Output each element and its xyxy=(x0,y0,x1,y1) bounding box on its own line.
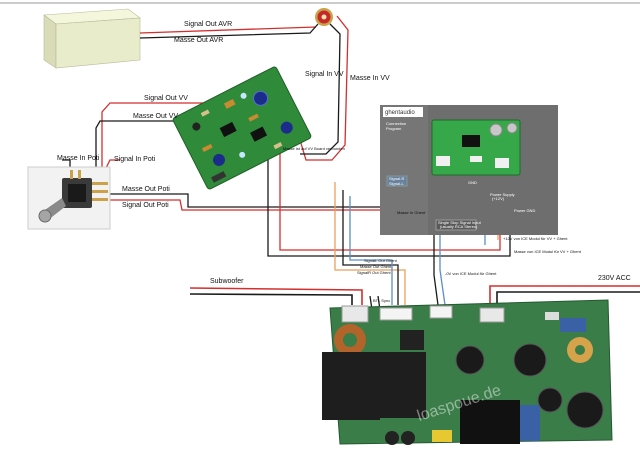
poti xyxy=(27,166,111,230)
ghent-brand: ghentaudio xyxy=(385,110,415,116)
ghent-signal-l: Signal-L xyxy=(389,181,404,186)
label-subwoofer: Subwoofer xyxy=(210,278,244,285)
label-signal-out-ghent: SignalL Out Ghent xyxy=(364,258,398,263)
label-signal-in-vv: Signal In VV xyxy=(305,71,344,78)
avr-box xyxy=(43,8,141,69)
label-0v-ice-ghent: -0V von ICE Modul für Ghent xyxy=(445,271,497,276)
ghent-panel: ghentaudio Connection Program Signal-R S… xyxy=(380,105,558,235)
ice-module: loaspoue.de xyxy=(322,299,613,445)
ghent-power-1: Power Supply xyxy=(490,192,515,197)
label-masse-vv-note: Masse ist auf VV Board verbunden xyxy=(283,146,345,151)
label-12v-ice-vv: +12V von ICE Modul für VV + Ghent xyxy=(503,236,568,241)
label-signal-out-poti: Signal Out Poti xyxy=(122,202,169,209)
label-masse-out-avr: Masse Out AVR xyxy=(174,37,223,44)
label-signalr-out-ghent: SignalR Out Ghent xyxy=(357,270,391,275)
ghent-caption-1: Connection xyxy=(386,121,406,126)
ghent-gnd: GND xyxy=(468,180,477,185)
vv-board xyxy=(172,66,312,190)
label-signal-out-vv: Signal Out VV xyxy=(144,95,188,102)
ghent-power-gnd: Power GND xyxy=(514,208,535,213)
label-masse-out-ghent: Masse Out Ghent xyxy=(360,264,392,269)
ghent-power-2: (+12V) xyxy=(492,196,505,201)
label-masse-in-poti: Masse In Poti xyxy=(57,155,100,162)
label-masse-in-ghent: Masse In Ghent xyxy=(397,210,426,215)
ghent-input-2: (usually RCA Stereo) xyxy=(440,224,478,229)
ghent-caption-2: Program xyxy=(386,126,402,131)
ghent-signal-r: Signal-R xyxy=(389,176,404,181)
labels: Signal Out AVR Masse Out AVR Signal In V… xyxy=(57,21,631,303)
label-masse-in-vv: Masse In VV xyxy=(350,75,390,82)
label-signal-out-avr: Signal Out AVR xyxy=(184,21,232,28)
label-230v-acc: 230V ACC xyxy=(598,275,631,282)
label-signal-in-poti: Signal In Poti xyxy=(114,156,156,163)
ghent-input-1: Single Stop Signal Input xyxy=(438,220,482,225)
label-btl-sync: BTL Sync xyxy=(373,298,390,303)
rca-jack-icon xyxy=(315,8,333,26)
label-masse-out-vv: Masse Out VV xyxy=(133,113,178,120)
label-masse-out-poti: Masse Out Poti xyxy=(122,186,170,193)
label-masse-ice-vv: Masse von ICE Modul für VV + Ghent xyxy=(514,249,582,254)
